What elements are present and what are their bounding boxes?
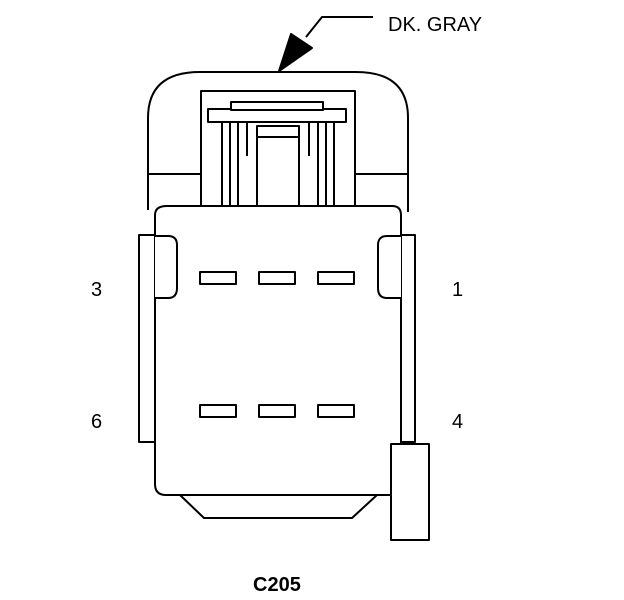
terminal-cavity-3 <box>199 271 237 285</box>
pin-number-top-right: 1 <box>452 279 464 301</box>
terminal-cavity-4 <box>317 404 355 418</box>
latch-top-tab <box>230 101 324 111</box>
latch-tongue <box>256 125 300 212</box>
terminal-cavity-5 <box>258 404 296 418</box>
terminal-cavity-2 <box>258 271 296 285</box>
side-flange-right <box>398 234 416 443</box>
pin-number-top-left: 3 <box>91 279 103 301</box>
mounting-tab <box>390 443 430 541</box>
pin-number-bottom-right: 4 <box>452 411 464 433</box>
leader-arrowhead <box>278 33 313 72</box>
connector-bottom-lip <box>179 494 378 519</box>
leader-line <box>305 16 373 38</box>
terminal-cavity-6 <box>199 404 237 418</box>
body-notch-left <box>155 235 178 299</box>
pin-number-bottom-left: 6 <box>91 411 103 433</box>
connector-body <box>154 205 402 496</box>
side-flange-left <box>138 234 158 443</box>
body-notch-right <box>377 235 401 299</box>
terminal-cavity-1 <box>317 271 355 285</box>
connector-color-label: DK. GRAY <box>388 14 483 36</box>
connector-id-label: C205 <box>253 574 301 596</box>
